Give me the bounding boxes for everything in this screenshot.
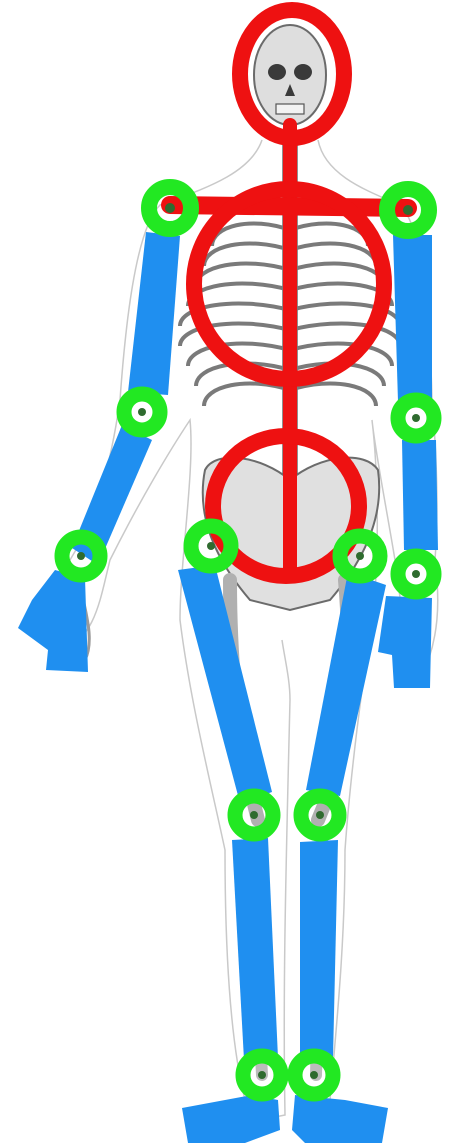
rib-left-10: [204, 383, 290, 406]
skull-eye-left: [268, 64, 286, 80]
left-hip-joint: [191, 526, 231, 566]
left-hand: [18, 570, 88, 672]
left-elbow-joint: [124, 394, 160, 430]
right-shoulder-joint: [387, 189, 429, 231]
left-upper-arm: [128, 232, 180, 395]
right-wrist-joint: [398, 556, 434, 592]
left-shoulder-joint: [149, 187, 191, 229]
right-hand: [378, 596, 432, 688]
right-elbow-joint: [398, 400, 434, 436]
right-foot: [292, 1095, 388, 1143]
left-wrist-joint: [62, 537, 100, 575]
skull-teeth: [276, 104, 304, 114]
left-knee-joint: [235, 796, 273, 834]
rib-right-10: [290, 383, 376, 406]
skull-eye-right: [294, 64, 312, 80]
right-thigh: [306, 572, 386, 796]
right-ankle-joint: [295, 1056, 333, 1094]
limb-segments: [18, 232, 438, 1143]
left-ankle-joint: [243, 1056, 281, 1094]
right-upper-arm: [393, 235, 432, 402]
right-forearm: [402, 440, 438, 550]
right-shin: [300, 840, 338, 1058]
left-foot: [182, 1095, 280, 1143]
left-shin: [232, 838, 278, 1060]
right-knee-joint: [301, 796, 339, 834]
right-hip-joint: [340, 536, 380, 576]
